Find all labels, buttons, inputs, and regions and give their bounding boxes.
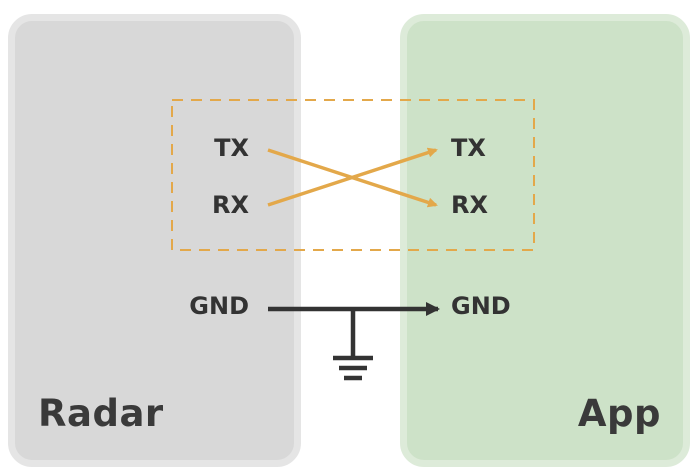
- wire-rx-to-tx: [267, 147, 438, 207]
- uart-dashed-box: [171, 99, 535, 251]
- app-block: [400, 14, 690, 467]
- app-tx-label: TX: [451, 134, 486, 162]
- ground-symbol-icon: [333, 309, 373, 381]
- app-rx-label: RX: [451, 191, 488, 219]
- radar-gnd-label: GND: [189, 292, 249, 320]
- radar-title: Radar: [38, 392, 164, 435]
- app-gnd-label: GND: [451, 292, 511, 320]
- radar-rx-label: RX: [212, 191, 249, 219]
- radar-tx-label: TX: [214, 134, 249, 162]
- radar-block: [8, 14, 301, 467]
- app-title: App: [577, 392, 661, 435]
